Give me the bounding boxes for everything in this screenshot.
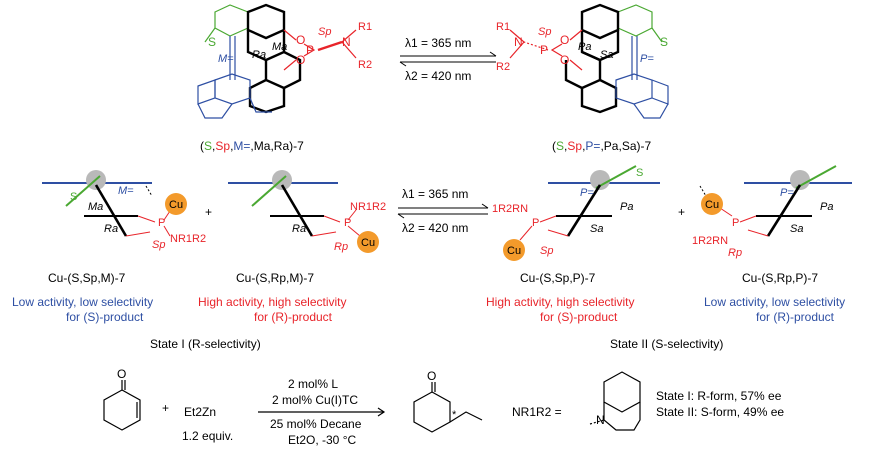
right-sa-label: Sa <box>600 49 613 61</box>
tetrahydroquinoline-structure <box>589 371 641 431</box>
c2-p-atom: P <box>344 217 351 229</box>
c2-ra-label: Ra <box>292 223 306 235</box>
condition-decane: 25 mol% Decane <box>270 417 362 431</box>
product-structure <box>413 382 483 433</box>
product-stereocenter: * <box>452 409 457 421</box>
left-ra-label: Ra <box>252 49 266 61</box>
state-2-label: State II (S-selectivity) <box>610 337 723 351</box>
complex-2-desc-line1: High activity, high selectivity <box>198 295 347 309</box>
c1-nr-label: NR1R2 <box>170 233 206 245</box>
c1-p-atom: P <box>158 217 165 229</box>
c2-cu-label: Cu <box>361 237 375 249</box>
c3-sa-label: Sa <box>590 223 603 235</box>
reagent-et2zn: Et2Zn <box>184 405 216 419</box>
c1-ma-label: Ma <box>88 201 103 213</box>
c4-sa-label: Sa <box>790 223 803 235</box>
right-r1-label: R1 <box>496 21 510 33</box>
left-ligand-structure <box>197 3 357 119</box>
c4-cu-label: Cu <box>705 199 719 211</box>
left-s-label: S <box>208 35 216 49</box>
c1-ra-label: Ra <box>104 223 118 235</box>
right-o-atom-1: O <box>560 33 569 47</box>
complex-2-desc-line2: for (R)-product <box>254 310 333 324</box>
plus-right: + <box>678 205 685 219</box>
complex-2-structure <box>228 170 379 253</box>
right-r2-label: R2 <box>496 61 510 73</box>
middle-lambda2: λ2 = 420 nm <box>402 221 468 235</box>
cyclohexenone-structure <box>103 380 141 431</box>
complex-1-label: Cu-(S,Sp,M)-7 <box>48 271 126 285</box>
plus-bottom: + <box>162 401 169 415</box>
right-p-atom: P <box>540 43 548 57</box>
complex-1-structure <box>42 170 187 237</box>
c4-rp-label: Rp <box>728 247 742 259</box>
c4-nr-label: 1R2RN <box>692 235 728 247</box>
right-ligand-structure <box>509 3 669 119</box>
state-1-result: State I: R-form, 57% ee <box>656 389 782 403</box>
thq-n-atom: N <box>596 413 605 427</box>
complex-1-desc-line1: Low activity, low selectivity <box>12 295 153 309</box>
c3-cu-label: Cu <box>507 245 521 257</box>
complex-4-label: Cu-(S,Rp,P)-7 <box>742 271 818 285</box>
c3-pa-label: Pa <box>620 201 633 213</box>
top-right-compound-label: (S,Sp,P=,Pa,Sa)-7 <box>552 139 652 153</box>
complex-3-structure <box>503 165 660 261</box>
c3-nr-label: 1R2RN <box>492 203 528 215</box>
product-o-atom: O <box>427 369 436 383</box>
right-sp-label: Sp <box>538 26 551 38</box>
c2-rp-label: Rp <box>334 241 348 253</box>
c1-s-label: S <box>70 191 77 203</box>
reaction-arrow <box>258 407 386 417</box>
c4-p-eq-label: P= <box>780 187 794 199</box>
right-o-atom-2: O <box>560 53 569 67</box>
left-m-eq-label: M= <box>218 53 234 65</box>
top-lambda2: λ2 = 420 nm <box>405 69 471 83</box>
nr-definition-label: NR1R2 = <box>512 405 562 419</box>
c2-nr-label: NR1R2 <box>350 201 386 213</box>
plus-left: + <box>205 205 212 219</box>
left-p-atom: P <box>306 43 314 57</box>
left-o-atom-1: O <box>296 33 305 47</box>
enone-o-atom: O <box>117 367 126 381</box>
left-r2-label: R2 <box>358 59 372 71</box>
c1-m-label: M= <box>118 185 134 197</box>
c3-p-atom: P <box>532 217 539 229</box>
c4-p-atom: P <box>732 217 739 229</box>
complex-3-label: Cu-(S,Sp,P)-7 <box>520 271 596 285</box>
complex-4-desc-line1: Low activity, low selectivity <box>704 295 845 309</box>
complex-4-desc-line2: for (R)-product <box>756 310 835 324</box>
top-equilibrium-arrows <box>399 51 497 67</box>
left-ma-label: Ma <box>272 41 287 53</box>
top-left-compound-label: (S,Sp,M=,Ma,Ra)-7 <box>200 139 304 153</box>
state-2-result: State II: S-form, 49% ee <box>656 405 784 419</box>
c3-s-label: S <box>636 167 643 179</box>
top-lambda1: λ1 = 365 nm <box>405 36 471 50</box>
right-n-atom: N <box>514 35 523 49</box>
left-n-atom: N <box>342 35 351 49</box>
state-1-label: State I (R-selectivity) <box>150 337 261 351</box>
left-sp-label: Sp <box>318 26 331 38</box>
reagent-equiv: 1.2 equiv. <box>182 429 233 443</box>
complex-4-structure <box>699 165 852 237</box>
condition-catalyst: 2 mol% Cu(I)TC <box>272 393 358 407</box>
complex-3-desc-line2: for (S)-product <box>540 310 618 324</box>
right-pa-label: Pa <box>578 41 591 53</box>
middle-equilibrium-arrows <box>397 203 489 219</box>
middle-lambda1: λ1 = 365 nm <box>402 187 468 201</box>
c1-cu-label: Cu <box>169 199 183 211</box>
c1-sp-label: Sp <box>152 239 165 251</box>
left-r1-label: R1 <box>358 21 372 33</box>
left-o-atom-2: O <box>296 53 305 67</box>
condition-solvent-temp: Et2O, -30 °C <box>288 433 356 447</box>
right-s-label: S <box>660 35 668 49</box>
complex-1-desc-line2: for (S)-product <box>66 310 144 324</box>
condition-ligand: 2 mol% L <box>288 377 338 391</box>
right-p-eq-label: P= <box>640 53 654 65</box>
c4-pa-label: Pa <box>820 201 833 213</box>
complex-3-desc-line1: High activity, high selectivity <box>486 295 635 309</box>
c3-p-eq-label: P= <box>580 187 594 199</box>
c3-sp-label: Sp <box>540 245 553 257</box>
complex-2-label: Cu-(S,Rp,M)-7 <box>236 271 314 285</box>
